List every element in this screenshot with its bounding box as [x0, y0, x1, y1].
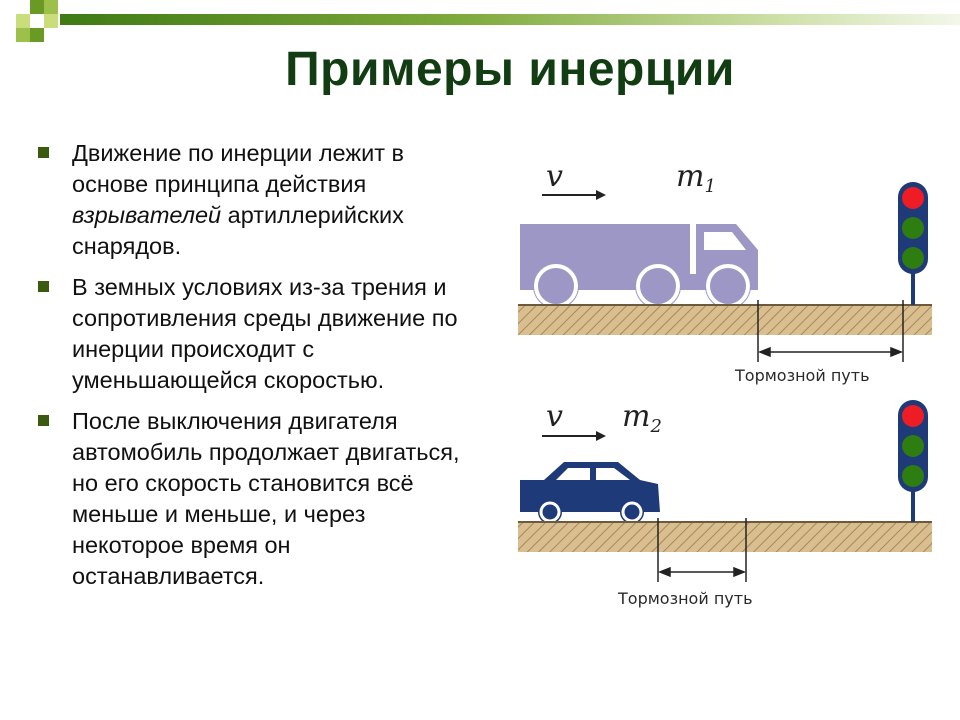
traffic-light-icon: [898, 400, 928, 522]
mass-label: m2: [622, 399, 662, 437]
square-bullet-icon: [38, 415, 49, 426]
bullet-item: В земных условиях из-за трения и сопроти…: [36, 272, 476, 396]
ground-strip: [518, 305, 932, 335]
bullet-list: Движение по инерции лежит в основе принц…: [36, 138, 476, 602]
traffic-light-icon: [898, 182, 928, 305]
ground-strip: [518, 522, 932, 552]
mass-label: m1: [676, 159, 716, 197]
square-bullet-icon: [38, 147, 49, 158]
car-panel: v m2 Тормозной путь: [518, 399, 932, 608]
bullet-emphasis: взрывателей: [72, 202, 222, 228]
truck-panel: v m1: [518, 159, 932, 385]
slide-title: Примеры инерции: [285, 43, 735, 96]
braking-distance-marker: [657, 518, 747, 582]
corner-decor: [0, 0, 80, 60]
bullet-text: В земных условиях из-за трения и сопроти…: [72, 274, 458, 393]
inertia-illustration: v m1: [518, 159, 932, 608]
arrow-head-icon: [596, 190, 606, 200]
bullet-text: Движение по инерции лежит в основе принц…: [72, 140, 404, 197]
velocity-label: v: [546, 159, 563, 194]
braking-label: Тормозной путь: [734, 366, 870, 385]
braking-label: Тормозной путь: [617, 589, 753, 608]
bullet-item: Движение по инерции лежит в основе принц…: [36, 138, 476, 262]
bullet-text-end: артиллерийских снарядов.: [72, 202, 404, 259]
truck-icon: [520, 224, 758, 309]
bullet-item: После выключения двигателя автомобиль пр…: [36, 406, 476, 592]
braking-distance-marker: [757, 300, 904, 362]
square-bullet-icon: [38, 281, 49, 292]
car-icon: [520, 462, 660, 524]
bullet-text: После выключения двигателя автомобиль пр…: [72, 408, 460, 589]
arrow-head-icon: [596, 431, 606, 441]
header-decor-bar: [60, 14, 960, 25]
velocity-label: v: [546, 399, 563, 434]
